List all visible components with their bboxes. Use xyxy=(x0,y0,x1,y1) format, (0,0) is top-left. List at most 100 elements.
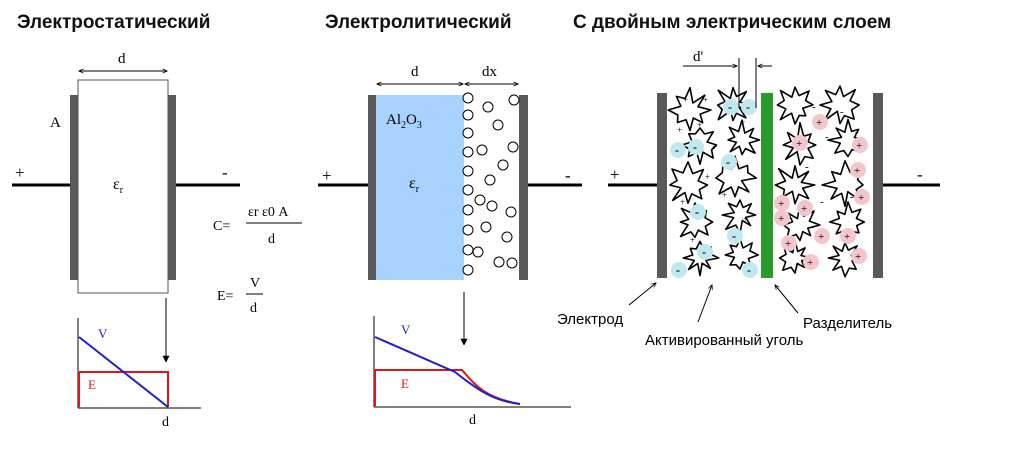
anion xyxy=(723,99,739,115)
gap-label: d xyxy=(411,64,419,80)
dprime-label: d' xyxy=(693,49,704,65)
right-electrode xyxy=(873,93,883,278)
cation xyxy=(797,200,813,216)
cation xyxy=(852,137,868,153)
anion-sign: - xyxy=(693,140,697,154)
ion-circle xyxy=(482,101,494,113)
carbon-particle xyxy=(724,237,759,270)
anion-sign: - xyxy=(726,155,730,169)
anion-sign: - xyxy=(675,143,679,157)
left-plate xyxy=(368,95,376,280)
ion-circle xyxy=(506,257,518,269)
carbon-particle xyxy=(776,86,814,125)
e-field-line xyxy=(374,369,521,406)
ion-circle xyxy=(474,194,486,206)
anion xyxy=(741,99,757,115)
left-plate xyxy=(70,95,78,280)
charge-plus: + xyxy=(722,190,727,200)
ion-circle xyxy=(462,184,474,196)
cation-sign: + xyxy=(785,238,791,250)
charge-minus: - xyxy=(812,101,816,113)
title-double-layer: С двойным электрическим слоем xyxy=(573,12,892,33)
electrode-label: Электрод xyxy=(557,311,623,328)
oxide-layer xyxy=(376,95,464,280)
anion-sign: - xyxy=(747,263,751,277)
anion xyxy=(671,262,687,278)
ion-circle xyxy=(472,246,484,258)
cation-sign: + xyxy=(854,165,860,177)
formula-c-lhs: C= xyxy=(213,219,230,234)
dielectric xyxy=(77,79,169,294)
charge-minus: - xyxy=(855,126,859,138)
charge-minus: - xyxy=(810,221,814,233)
ion-circle xyxy=(507,141,519,153)
formula-e-numerator: V xyxy=(250,276,260,291)
carbon-pointer xyxy=(697,285,712,323)
ion-circle xyxy=(462,146,474,158)
cation xyxy=(850,162,866,178)
separator-label: Разделитель xyxy=(803,315,892,332)
carbon-particle xyxy=(727,119,761,156)
ion-circle xyxy=(462,224,474,236)
right-plate xyxy=(519,95,528,280)
cation xyxy=(840,228,856,244)
ion-circle xyxy=(508,94,520,106)
left-electrode xyxy=(657,93,667,278)
dx-label: dx xyxy=(482,64,498,80)
title-electrostatic: Электростатический xyxy=(17,12,211,33)
ion-circle xyxy=(501,231,513,243)
right-plate xyxy=(168,95,176,280)
cation-sign: + xyxy=(844,231,850,243)
carbon-particle xyxy=(715,155,758,198)
charge-minus: - xyxy=(850,191,854,203)
charge-plus: + xyxy=(705,172,710,182)
anion-sign: - xyxy=(702,245,706,259)
cation xyxy=(774,210,790,226)
cation xyxy=(774,195,790,211)
charge-minus: - xyxy=(820,196,824,208)
ion-circle xyxy=(484,174,496,186)
cation-sign: + xyxy=(856,140,862,152)
charge-plus: + xyxy=(683,95,688,105)
electrode-pointer xyxy=(628,283,656,306)
ion-circle xyxy=(505,206,517,218)
charge-plus: + xyxy=(712,142,717,152)
carbon-particle xyxy=(774,165,816,205)
anion xyxy=(742,262,758,278)
cation-sign: + xyxy=(818,231,824,243)
minus-sign: - xyxy=(222,163,228,182)
charge-plus: + xyxy=(743,214,748,224)
separator xyxy=(761,93,773,278)
charge-plus: + xyxy=(697,120,702,130)
v-line xyxy=(374,336,521,405)
v-label: V xyxy=(401,322,411,337)
anion-sign: - xyxy=(728,100,732,114)
anion-sign: - xyxy=(746,100,750,114)
charge-minus: - xyxy=(840,106,844,118)
cation-sign: + xyxy=(778,213,784,225)
carbon-particle xyxy=(827,242,860,278)
cation xyxy=(792,135,808,151)
title-electrolytic: Электролитический xyxy=(325,12,512,33)
e-label: E xyxy=(88,377,96,392)
ion-circle xyxy=(462,244,474,256)
formula-e-lhs: E= xyxy=(217,289,234,304)
anion-sign: - xyxy=(732,229,736,243)
v-line xyxy=(78,336,169,408)
e-field-line xyxy=(79,371,169,407)
charge-plus: + xyxy=(690,235,695,245)
ion-circle xyxy=(462,92,474,104)
plus-sign: + xyxy=(322,166,332,185)
anion-sign: - xyxy=(695,205,699,219)
charge-plus: + xyxy=(680,197,685,207)
charge-plus: + xyxy=(740,117,745,127)
carbon-particle xyxy=(669,161,709,204)
ion-circle xyxy=(462,127,474,139)
anion xyxy=(688,139,704,155)
carbon-particle xyxy=(721,199,757,234)
electrostatic-capacitor: d A + - εr C= εr ε0 A d E= V d V E d xyxy=(12,51,302,430)
anion xyxy=(670,142,686,158)
cation-sign: + xyxy=(778,198,784,210)
